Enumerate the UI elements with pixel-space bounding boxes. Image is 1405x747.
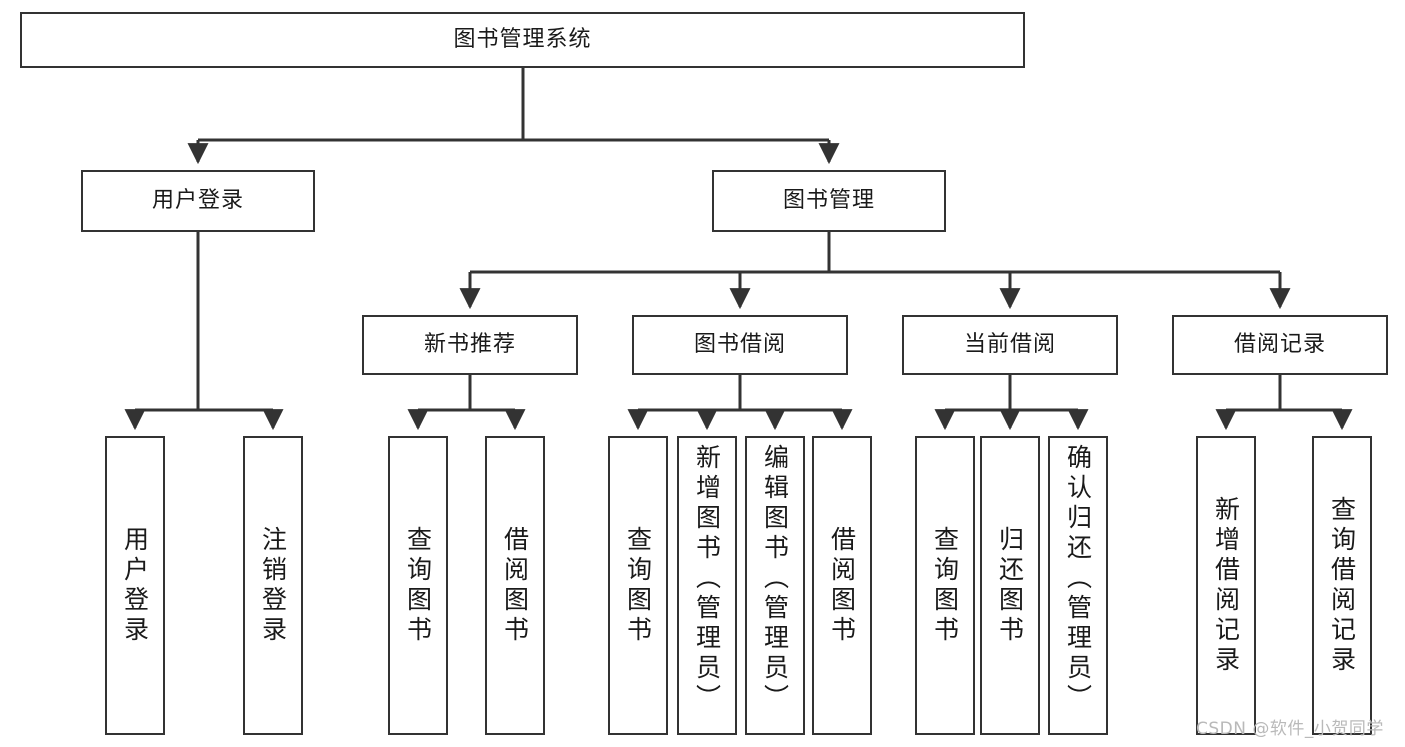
node-leaf-1[interactable]: 注销登录 [243, 436, 303, 735]
node-level3-3[interactable]: 借阅记录 [1172, 315, 1388, 375]
node-leaf-7[interactable]: 借阅图书 [812, 436, 872, 735]
node-level2-0[interactable]: 用户登录 [81, 170, 315, 232]
node-leaf-label: 确认归还（管理员） [1063, 444, 1093, 714]
node-leaf-label: 新增图书（管理员） [692, 444, 722, 714]
node-leaf-11[interactable]: 新增借阅记录 [1196, 436, 1256, 735]
node-leaf-5[interactable]: 新增图书（管理员） [677, 436, 737, 735]
watermark-text: CSDN @软件_小贺同学 [1196, 719, 1384, 739]
node-leaf-0[interactable]: 用户登录 [105, 436, 165, 735]
node-level3-label: 图书借阅 [693, 332, 786, 358]
node-level2-1[interactable]: 图书管理 [712, 170, 946, 232]
node-leaf-label: 新增借阅记录 [1211, 495, 1241, 676]
node-leaf-4[interactable]: 查询图书 [608, 436, 668, 735]
node-leaf-label: 借阅图书 [500, 525, 530, 646]
node-leaf-label: 用户登录 [120, 525, 150, 646]
node-level3-2[interactable]: 当前借阅 [902, 315, 1118, 375]
node-leaf-6[interactable]: 编辑图书（管理员） [745, 436, 805, 735]
node-level3-label: 新书推荐 [423, 332, 516, 358]
node-leaf-label: 借阅图书 [827, 525, 857, 646]
node-leaf-label: 归还图书 [995, 525, 1025, 646]
node-leaf-label: 编辑图书（管理员） [760, 444, 790, 714]
node-leaf-9[interactable]: 归还图书 [980, 436, 1040, 735]
node-leaf-label: 查询图书 [623, 525, 653, 646]
node-leaf-label: 查询图书 [930, 525, 960, 646]
node-leaf-label: 注销登录 [258, 525, 288, 646]
node-leaf-label: 查询图书 [403, 525, 433, 646]
node-leaf-10[interactable]: 确认归还（管理员） [1048, 436, 1108, 735]
node-level3-label: 借阅记录 [1233, 332, 1326, 358]
node-level3-label: 当前借阅 [963, 332, 1056, 358]
node-level3-0[interactable]: 新书推荐 [362, 315, 578, 375]
node-leaf-3[interactable]: 借阅图书 [485, 436, 545, 735]
node-leaf-12[interactable]: 查询借阅记录 [1312, 436, 1372, 735]
node-root-label: 图书管理系统 [453, 27, 592, 53]
node-root[interactable]: 图书管理系统 [20, 12, 1025, 68]
node-leaf-label: 查询借阅记录 [1327, 495, 1357, 676]
node-leaf-2[interactable]: 查询图书 [388, 436, 448, 735]
node-level2-label: 用户登录 [151, 188, 244, 214]
node-level2-label: 图书管理 [782, 188, 875, 214]
node-leaf-8[interactable]: 查询图书 [915, 436, 975, 735]
node-level3-1[interactable]: 图书借阅 [632, 315, 848, 375]
